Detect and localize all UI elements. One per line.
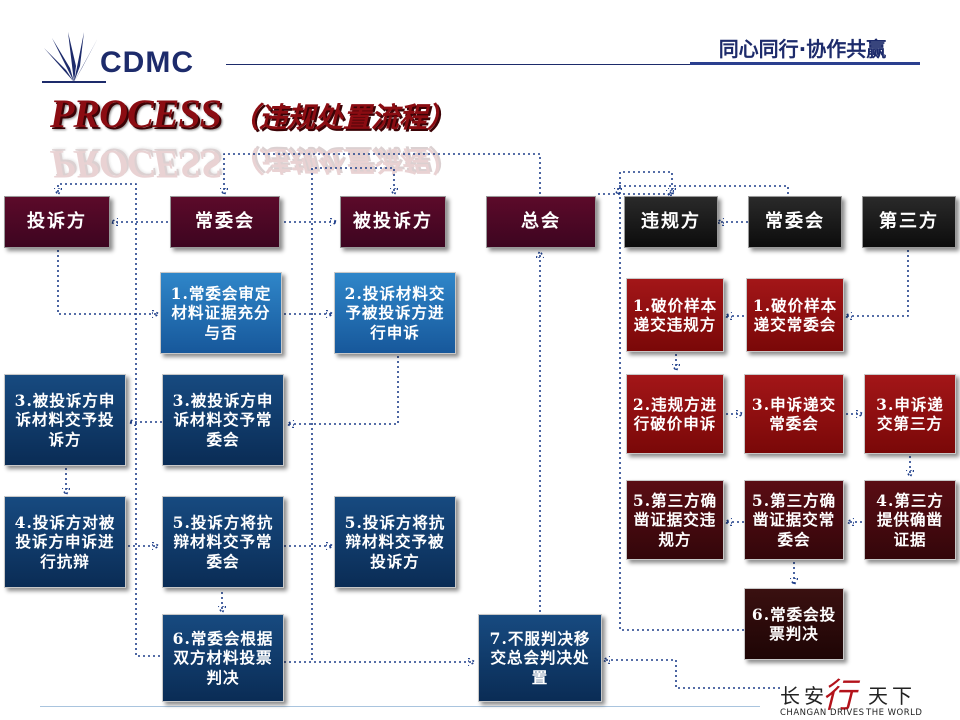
right-committee-box: 常委会 <box>748 196 842 248</box>
cdmc-logo-icon <box>42 32 106 83</box>
edge-right-committee-to-assembly <box>618 185 789 194</box>
title-reflection-main: PROCESS <box>50 142 221 187</box>
right-step-3a: 3.申诉递交常委会 <box>744 374 844 454</box>
right-step-3b: 3.申诉递交第三方 <box>864 374 956 454</box>
respondent-box: 被投诉方 <box>340 196 446 248</box>
title-reflection: PROCESS （违规处置流程） <box>50 140 455 188</box>
title-sub: （违规处置流程） <box>230 101 455 134</box>
brand-cn-left: 长安 <box>780 684 828 708</box>
brand-cn-right: 天下 <box>868 684 916 708</box>
footer-divider <box>40 706 760 707</box>
header-accent-bar <box>690 62 920 65</box>
edge-step2-to-step3b <box>288 356 399 424</box>
violator-box: 违规方 <box>624 196 718 248</box>
right-step-4: 4.第三方提供确凿证据 <box>864 480 956 560</box>
changan-brand: 长安 行 天下 CHANGAN DRIVES THE WORLD <box>780 676 940 718</box>
page-title: PROCESS（违规处置流程） <box>50 90 455 137</box>
brand-mark-icon: 行 <box>822 676 856 716</box>
right-step-6: 6.常委会投票判决 <box>744 588 844 660</box>
edge-right-to-step7 <box>604 660 780 689</box>
left-step-4: 4.投诉方对被投诉方申诉进行抗辩 <box>4 496 126 588</box>
brand-en-right: THE WORLD <box>866 708 923 718</box>
left-step-5b: 5.投诉方将抗辩材料交予被投诉方 <box>334 496 456 588</box>
left-step-5a: 5.投诉方将抗辩材料交予常委会 <box>162 496 284 588</box>
general-assembly-box: 总会 <box>486 196 596 248</box>
left-step-1: 1.常委会审定材料证据充分与否 <box>160 272 282 354</box>
third-party-box: 第三方 <box>862 196 956 248</box>
right-step-5a: 5.第三方确凿证据交违规方 <box>626 480 724 560</box>
title-main: PROCESS <box>50 91 222 136</box>
center-step-7: 7.不服判决移交总会判决处置 <box>478 614 602 702</box>
left-step-3b: 3.被投诉方申诉材料交予常委会 <box>162 374 284 466</box>
complainant-box: 投诉方 <box>4 196 110 248</box>
edge-complainant-to-step1 <box>57 250 158 314</box>
slogan: 同心同行·协作共赢 <box>718 37 887 61</box>
left-step-3a: 3.被投诉方申诉材料交予投诉方 <box>4 374 126 466</box>
right-step-5b: 5.第三方确凿证据交常委会 <box>744 480 844 560</box>
right-step-1b: 1.破价样本递交常委会 <box>746 278 844 352</box>
header-divider <box>226 64 920 65</box>
left-step-6: 6.常委会根据双方材料投票判决 <box>162 614 284 702</box>
right-step-2: 2.违规方进行破价申诉 <box>626 374 724 454</box>
edge-thirdparty-to-step1b <box>846 250 909 316</box>
committee-box: 常委会 <box>170 196 280 248</box>
brand-en-left: CHANGAN DRIVES <box>780 708 865 718</box>
left-step-2: 2.投诉材料交予被投诉方进行申诉 <box>334 272 456 354</box>
title-reflection-sub: （违规处置流程） <box>230 144 455 177</box>
logo-text: CDMC <box>100 46 194 79</box>
right-step-1a: 1.破价样本递交违规方 <box>626 278 724 352</box>
